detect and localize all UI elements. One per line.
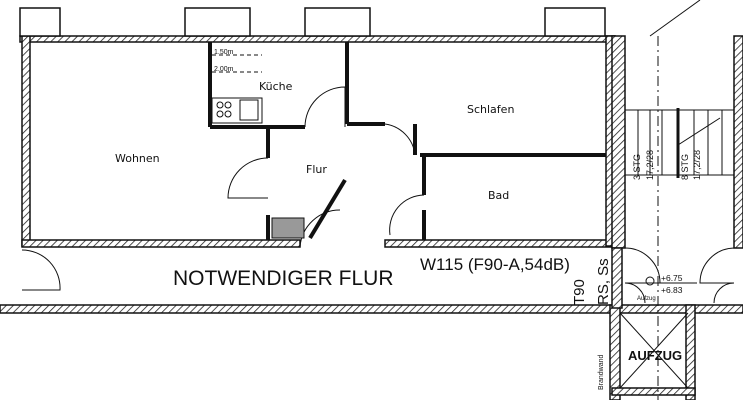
door-t90: T90 [571, 279, 588, 305]
kitchen-fixtures [211, 54, 305, 239]
stair-left: 3 STG [632, 154, 642, 180]
stair-left-dim: 17,2/28 [645, 150, 655, 180]
door-rs: RS, Ss [595, 258, 612, 305]
level-top: +6.75 [661, 273, 683, 283]
windows [19, 7, 606, 37]
level-bottom: +6.83 [661, 285, 683, 295]
room-label-schlafen: Schlafen [467, 103, 514, 116]
dim-200: 2.00m [214, 66, 234, 73]
brandwand: Brandwand [598, 354, 605, 390]
room-label-kueche: Küche [259, 80, 293, 93]
room-label-bad: Bad [488, 189, 509, 202]
corridor-label: NOTWENDIGER FLUR [173, 267, 394, 290]
partitions [208, 42, 606, 240]
dim-150: 1.50m [214, 49, 234, 56]
stair-right-dim: 17,2/28 [692, 150, 702, 180]
stairs [619, 0, 734, 400]
level-marker-icon [645, 276, 655, 286]
annotations: W115 (F90-A,54dB) 1.50m 2.00m T90 RS, Ss… [214, 49, 702, 390]
walls [0, 35, 743, 400]
room-label-flur: Flur [306, 163, 327, 176]
room-label-wohnen: Wohnen [115, 152, 160, 165]
aufzug-small: Aufzug [637, 296, 656, 302]
stair-right: 8 STG [680, 154, 690, 180]
door-swings [21, 86, 735, 304]
room-labels: Wohnen Küche Flur Schlafen Bad NOTWENDIG… [115, 80, 682, 363]
elevator-label: AUFZUG [628, 348, 682, 363]
wall-spec: W115 (F90-A,54dB) [420, 255, 570, 274]
